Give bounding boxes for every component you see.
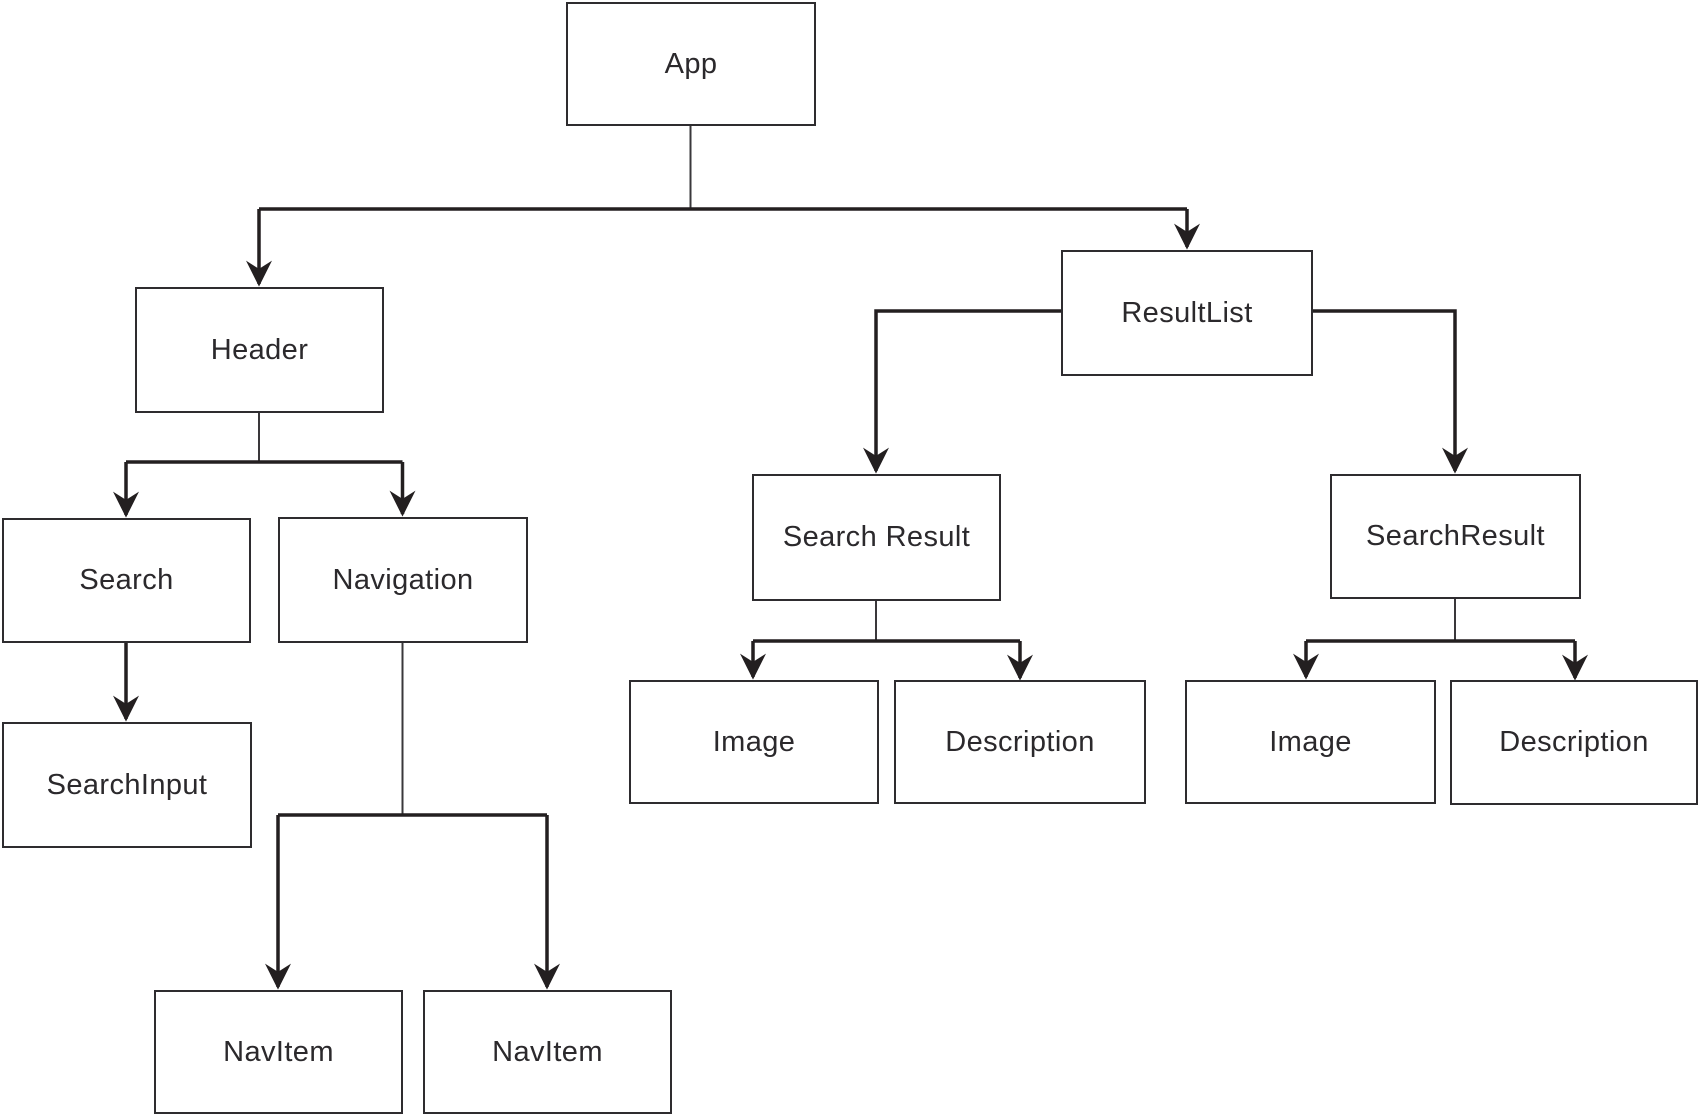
node-description-1-label: Description bbox=[945, 725, 1095, 758]
node-app-label: App bbox=[664, 47, 718, 80]
node-description-2: Description bbox=[1450, 680, 1698, 805]
node-image-1-label: Image bbox=[712, 725, 796, 758]
edge-result-list-to-search-result-2 bbox=[1312, 309, 1468, 474]
node-nav-item-2: NavItem bbox=[423, 990, 672, 1114]
node-search-result-1: Search Result bbox=[752, 474, 1001, 601]
node-search: Search bbox=[2, 518, 251, 643]
node-navigation-label: Navigation bbox=[332, 563, 474, 596]
node-search-result-2: SearchResult bbox=[1330, 474, 1581, 599]
node-image-2-label: Image bbox=[1269, 725, 1352, 758]
node-image-1: Image bbox=[629, 680, 879, 804]
node-result-list: ResultList bbox=[1061, 250, 1313, 376]
node-nav-item-1: NavItem bbox=[154, 990, 403, 1114]
node-navigation: Navigation bbox=[278, 517, 528, 643]
node-description-2-label: Description bbox=[1499, 726, 1649, 758]
node-search-input-label: SearchInput bbox=[46, 768, 208, 801]
node-nav-item-1-label: NavItem bbox=[223, 1035, 334, 1068]
node-result-list-label: ResultList bbox=[1121, 296, 1253, 329]
node-app: App bbox=[566, 2, 816, 126]
node-header: Header bbox=[135, 287, 384, 413]
node-image-2: Image bbox=[1185, 680, 1436, 804]
node-nav-item-2-label: NavItem bbox=[492, 1035, 603, 1068]
node-search-result-1-label: Search Result bbox=[782, 521, 971, 553]
node-header-label: Header bbox=[210, 333, 309, 366]
node-description-1: Description bbox=[894, 680, 1146, 804]
edge-result-list-to-search-result-1 bbox=[863, 309, 1062, 474]
node-search-result-2-label: SearchResult bbox=[1366, 520, 1545, 552]
node-search-label: Search bbox=[79, 564, 174, 596]
node-search-input: SearchInput bbox=[2, 722, 252, 848]
